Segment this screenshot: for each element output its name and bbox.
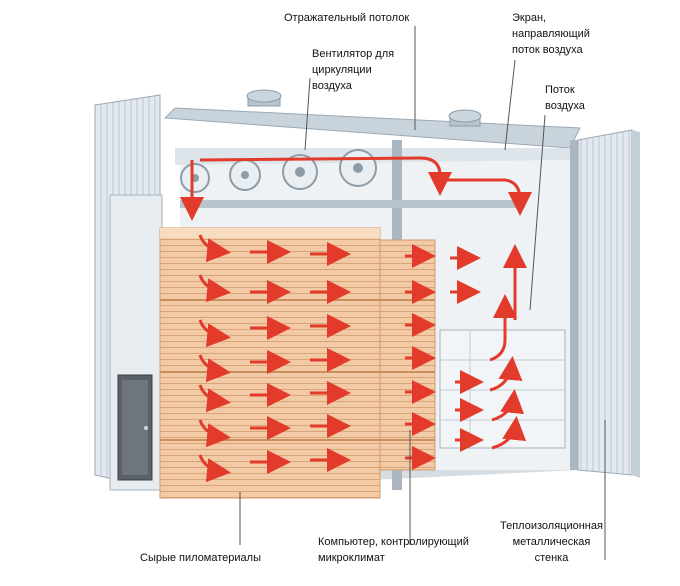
label-raw-lumber: Сырые пиломатериалы: [140, 552, 261, 564]
airflow-arrow-icon: [180, 156, 532, 221]
label-fan: Вентилятор для циркуляции воздуха: [312, 48, 395, 92]
fan-icon: [229, 159, 261, 191]
airflow-arrow-icon: [489, 244, 527, 450]
label-insulated-wall: Теплоизоляционная металлическая стенка: [500, 520, 603, 564]
label-reflective-ceiling: Отражательный потолок: [284, 12, 410, 24]
fan-icon: [282, 154, 318, 190]
leader-lines: [239, 26, 606, 560]
airflow-arrow-icon: [250, 240, 484, 474]
frame-post: [570, 140, 578, 470]
roof-vent-icon: [448, 109, 482, 127]
label-screen: Экран, направляющий поток воздуха: [512, 12, 590, 56]
label-computer: Компьютер, контролирующий микроклимат: [318, 536, 469, 564]
airflow-arrow-icon: [198, 234, 231, 483]
insulated-metal-wall-edge: [632, 130, 640, 478]
roof-vent-icon: [246, 89, 282, 107]
door-icon: [117, 374, 153, 481]
reflective-ceiling: [163, 107, 581, 149]
fan-icon: [180, 163, 210, 193]
screen-shelf: [180, 200, 525, 208]
lumber-stack-top: [160, 228, 380, 238]
lumber-stack: [379, 239, 436, 471]
fan-icon: [339, 149, 377, 187]
label-airflow: Поток воздуха: [545, 84, 585, 112]
